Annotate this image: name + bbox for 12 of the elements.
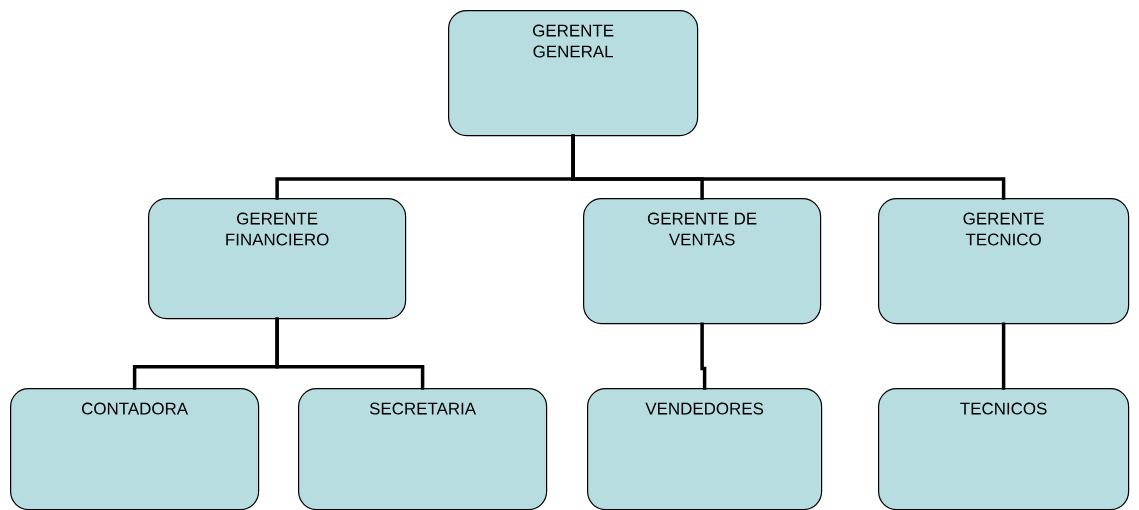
org-box: VENDEDORES xyxy=(587,388,823,510)
org-box: GERENTE DE VENTAS xyxy=(583,198,822,325)
org-box: GERENTE FINANCIERO xyxy=(148,198,407,320)
connector-line xyxy=(700,322,707,390)
org-box: CONTADORA xyxy=(10,388,260,510)
org-box: GERENTE GENERAL xyxy=(448,10,699,137)
connector-line xyxy=(571,134,1006,200)
org-box: TECNICOS xyxy=(878,388,1130,510)
org-box: SECRETARIA xyxy=(298,388,548,510)
connector-line xyxy=(1001,322,1006,390)
org-box: GERENTE TECNICO xyxy=(878,198,1130,325)
connector-line xyxy=(275,317,425,390)
